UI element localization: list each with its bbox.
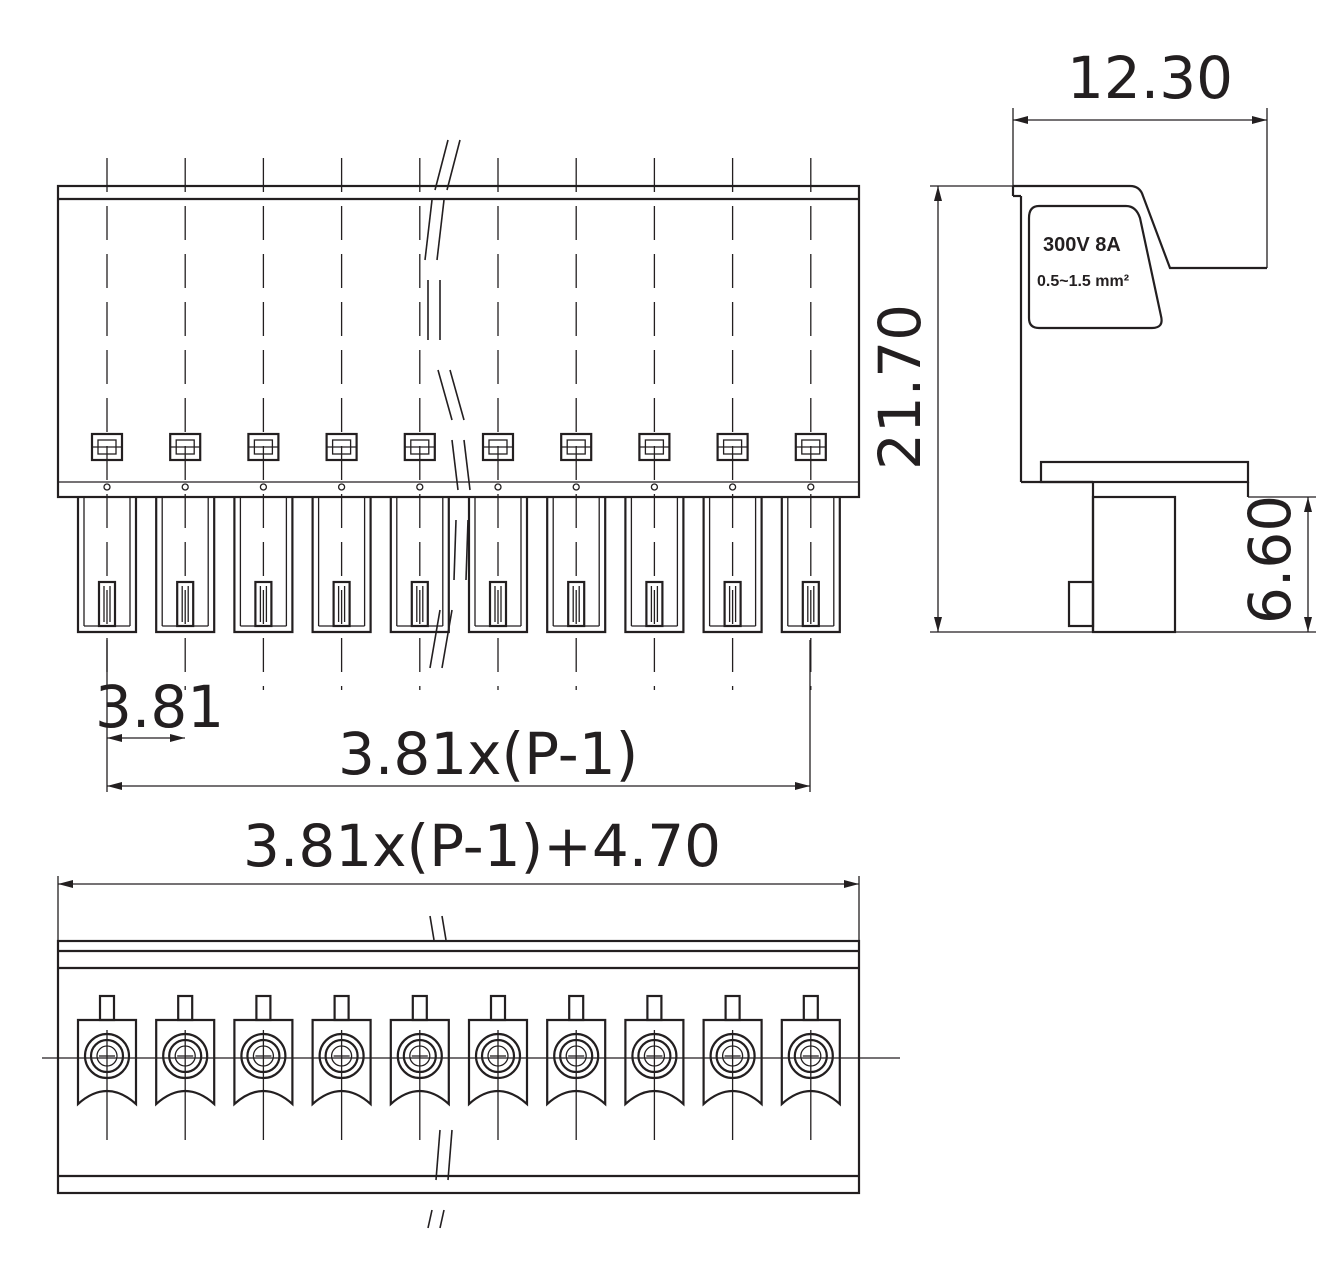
front-pin-body <box>645 580 664 628</box>
bottom-pin-tab <box>568 994 585 1022</box>
front-dimensions: 3.81 3.81x(P-1) <box>95 640 811 792</box>
break-mark-line <box>463 439 471 491</box>
bottom-pins <box>76 994 841 1140</box>
break-mark-line <box>434 139 449 191</box>
pitch-span-arrow-left <box>107 782 122 790</box>
break-mark-line <box>439 1209 445 1229</box>
bottom-pin-tab <box>489 994 507 1022</box>
bottom-pin-pocket <box>233 1018 294 1107</box>
rating-label-plate <box>1027 204 1163 330</box>
rating-line1: 300V 8A <box>1043 234 1121 256</box>
bottom-pin-pocket <box>624 1018 685 1107</box>
front-pin-body <box>488 580 508 628</box>
break-mark-line <box>465 519 469 581</box>
bottom-pin-pocket <box>76 1018 138 1107</box>
pitch-arrow-right <box>170 734 185 742</box>
break-mark-line <box>437 369 453 421</box>
front-pin-body <box>801 580 820 628</box>
break-mark-line <box>424 199 433 261</box>
bottom-housing-outline <box>56 939 861 1195</box>
front-housing-outline <box>56 184 861 499</box>
break-marks <box>424 139 471 1229</box>
pitch-arrow-left <box>107 734 122 742</box>
height-arrow-top <box>934 186 942 201</box>
side-pin-tab <box>1067 580 1095 628</box>
front-pin-dot <box>650 483 659 491</box>
bottom-pin-tab <box>646 994 663 1022</box>
pin-height-arrow-bottom <box>1304 617 1312 632</box>
bottom-pin-pocket <box>546 1018 607 1107</box>
side-dimensions: 12.30 21.70 6.60 <box>866 44 1316 633</box>
front-pin-dot <box>181 483 189 491</box>
bottom-pin-tab <box>255 994 272 1022</box>
break-mark-line <box>429 915 435 941</box>
front-pin-dot <box>416 483 424 491</box>
break-mark-line <box>435 1129 441 1181</box>
break-mark-line <box>447 1129 453 1181</box>
front-pin-dot <box>494 483 502 491</box>
break-mark-line <box>449 369 465 421</box>
length-arrow-left <box>58 880 73 888</box>
front-pin-body <box>723 580 742 628</box>
bottom-pin-tab <box>724 994 741 1022</box>
bottom-pin-tab <box>333 994 350 1022</box>
bottom-pin-pocket <box>467 1018 529 1107</box>
rating-line2: 0.5~1.5 mm² <box>1037 273 1129 290</box>
width-arrow-left <box>1013 116 1028 124</box>
pin-height-arrow-top <box>1304 497 1312 512</box>
side-top-profile <box>1013 184 1267 270</box>
length-label: 3.81x(P-1)+4.70 <box>243 812 721 880</box>
break-mark-line <box>453 519 457 581</box>
front-pin-body <box>176 580 195 628</box>
height-arrow-bottom <box>934 617 942 632</box>
side-view: 300V 8A 0.5~1.5 mm² <box>1011 184 1267 634</box>
bottom-pin-pocket <box>389 1018 450 1107</box>
front-pin-dot <box>337 483 346 491</box>
front-pin-dot <box>103 483 111 491</box>
bottom-pin-pocket <box>702 1018 763 1107</box>
front-pin-dot <box>807 483 815 491</box>
bottom-pin-tab <box>177 994 194 1022</box>
front-pin-dot <box>259 483 268 491</box>
break-mark-line <box>429 609 441 669</box>
bottom-dimensions: 3.81x(P-1)+4.70 <box>57 812 860 941</box>
bottom-view <box>42 939 900 1195</box>
width-label: 12.30 <box>1067 44 1233 112</box>
break-mark-line <box>451 439 459 491</box>
break-mark-line <box>436 199 445 261</box>
front-pin-body <box>254 580 273 628</box>
break-mark-line <box>441 609 453 669</box>
side-clamp-block <box>1039 460 1250 484</box>
front-pin-body <box>410 580 429 628</box>
front-pins <box>76 158 841 690</box>
length-arrow-right <box>844 880 859 888</box>
bottom-pin-pocket <box>780 1018 841 1107</box>
bottom-pin-tab <box>802 994 819 1022</box>
pitch-span-arrow-right <box>795 782 810 790</box>
height-label: 21.70 <box>866 304 934 470</box>
front-pin-body <box>97 580 117 628</box>
front-pin-body <box>567 580 586 628</box>
width-arrow-right <box>1252 116 1267 124</box>
front-view <box>56 158 861 690</box>
pitch-label: 3.81 <box>95 673 224 741</box>
front-teeth-outline <box>76 497 841 634</box>
break-mark-line <box>427 1209 433 1229</box>
bottom-pin-pocket <box>311 1018 372 1107</box>
front-pin-dot <box>728 483 737 491</box>
pin-height-label: 6.60 <box>1236 495 1304 624</box>
pitch-span-label: 3.81x(P-1) <box>338 720 638 788</box>
bottom-pin-tab <box>411 994 428 1022</box>
bottom-pin-tab <box>98 994 116 1022</box>
front-pin-dot <box>572 483 580 491</box>
bottom-pin-pocket <box>155 1018 216 1107</box>
side-pin-body <box>1091 495 1177 634</box>
break-mark-line <box>446 139 461 191</box>
break-mark-line <box>441 915 447 941</box>
front-pin-body <box>332 580 351 628</box>
